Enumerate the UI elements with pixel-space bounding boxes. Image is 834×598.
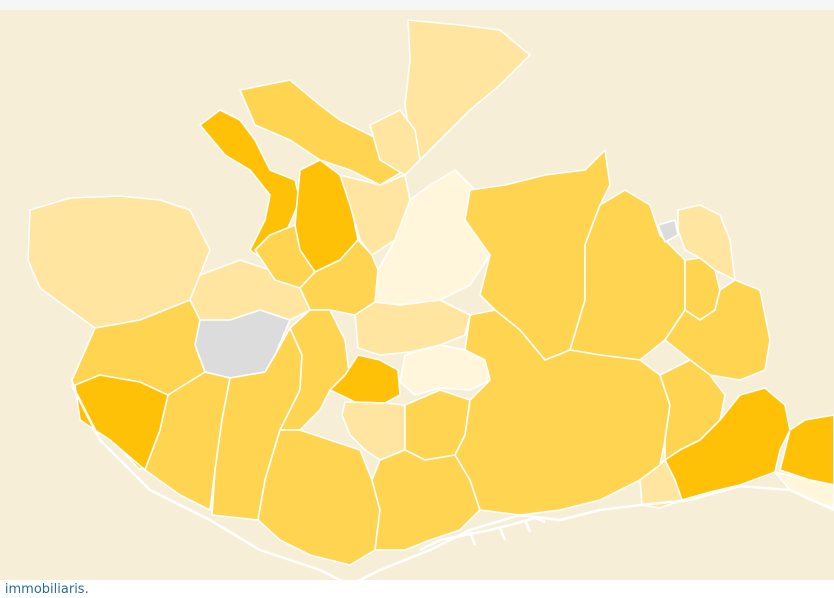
district-e-7[interactable]: [779, 414, 834, 486]
district-ce-3[interactable]: [454, 309, 671, 516]
district-cw-3[interactable]: [144, 371, 231, 511]
harbour-piers: [419, 516, 546, 552]
footer: s immobiliaris.: [0, 580, 834, 598]
district-e-3[interactable]: [664, 279, 771, 381]
footer-caption: s immobiliaris.: [0, 582, 89, 597]
district-nw-6[interactable]: [254, 224, 316, 289]
coastline: [70, 384, 834, 580]
district-cw-5[interactable]: [279, 309, 351, 431]
districts-layer: [27, 19, 834, 566]
district-c-3[interactable]: [399, 344, 491, 396]
district-cw-6[interactable]: [257, 429, 381, 566]
district-e-1[interactable]: [677, 204, 736, 281]
map-canvas: [27, 19, 834, 580]
district-e-nodata[interactable]: [657, 219, 679, 243]
district-n-1[interactable]: [404, 19, 531, 161]
choropleth-map: [0, 10, 834, 580]
district-c-1[interactable]: [354, 299, 471, 356]
district-n-2[interactable]: [369, 109, 421, 176]
